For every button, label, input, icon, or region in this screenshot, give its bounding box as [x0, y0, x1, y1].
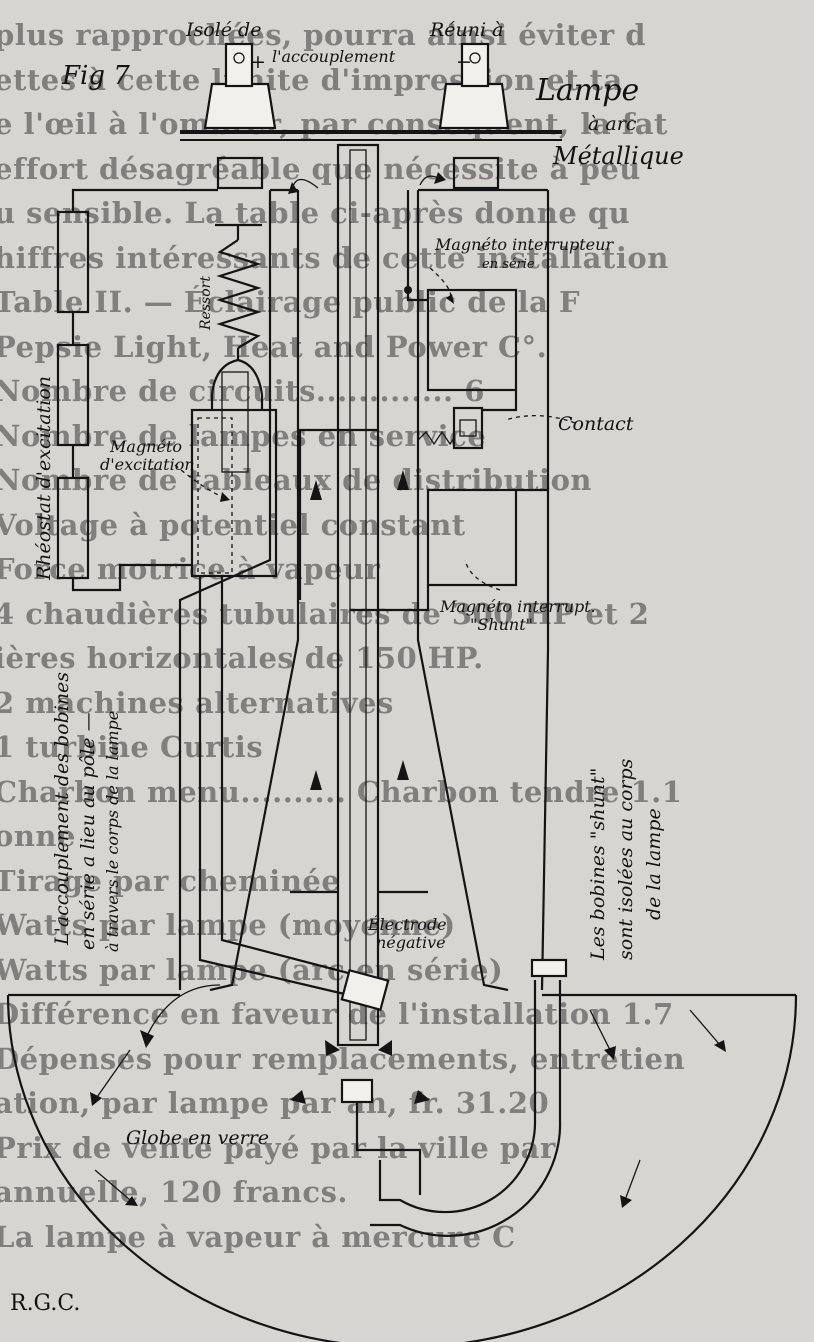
left-rod [198, 576, 390, 1012]
label-right-note-1: Les bobines "shunt" [587, 768, 609, 961]
background-text-line: 1 turbine Curtis [0, 730, 264, 764]
label-magneto-interrupteur: Magnéto interrupteur [434, 235, 614, 254]
label-left-note-3: à travers le corps de la lampe [103, 711, 122, 952]
background-text-line: e l'œil à l'ombrer, par conséquent, la f… [0, 107, 668, 141]
label-contact: Contact [558, 413, 634, 435]
label-right-note-2: sont isolées au corps [615, 758, 637, 960]
shunt-interrupter-magnet [298, 390, 548, 612]
label-magneto-shunt-1: Magnéto interrupt. [439, 597, 596, 616]
label-right-note-3: de la lampe [643, 808, 665, 920]
lower-electrode-loop [340, 958, 568, 1237]
label-isole-de: Isolé de [185, 19, 261, 41]
lamp-body-outer [178, 188, 550, 991]
background-text-line: ières horizontales de 150 HP. [0, 641, 484, 675]
background-text-line: Pepsie Light, Heat and Power C°. [0, 329, 548, 364]
spring [215, 223, 262, 360]
series-interrupter-magnet [404, 190, 518, 392]
background-text-line: Tirage par cheminée [0, 863, 341, 898]
label-minus: − [456, 51, 472, 73]
background-text-line: Nombre de circuits............. 6 [0, 374, 485, 408]
label-initials: R.G.C. [10, 1291, 80, 1316]
background-text-line: hiffres intéressants de cette installati… [0, 240, 669, 275]
background-text-line: effort désagréable que nécessite à peu [0, 151, 641, 186]
label-left-note-1: L'accouplement des bobines [51, 672, 73, 946]
background-text-line: Watts par lampe (moyenne) [0, 908, 456, 942]
title-a-arc: à arc [588, 113, 637, 135]
label-accouplement: l'accouplement [272, 47, 396, 66]
glass-globe [6, 993, 798, 1342]
label-en-serie: en série [482, 257, 535, 272]
label-rheostat: Rhéostat d'excitation [33, 376, 55, 581]
label-magneto-excitation-1: Magnéto [109, 437, 182, 456]
background-text-line: ation, par lampe par an, fr. 31.20 [0, 1086, 550, 1120]
background-text-line: Watts par lampe (arc en série) [0, 952, 504, 987]
left-terminal-insulator [203, 42, 277, 190]
label-left-note-2: en série a lieu au pôle — [77, 712, 99, 950]
title-metallique: Métallique [552, 142, 684, 170]
background-text-line: ettes à cette limite d'impression et ta [0, 62, 623, 97]
label-electrode-1: Électrode [367, 914, 447, 934]
background-text-line: Dépenses pour remplacements, entretien [0, 1041, 686, 1076]
label-plus: + [250, 51, 266, 73]
background-text-line: u sensible. La table ci-après donne qu [0, 196, 631, 230]
label-globe: Globe en verre [126, 1127, 269, 1149]
background-text-line: Prix de vente payé par la ville par [0, 1130, 556, 1165]
background-text-line: 4 chaudières tubulaires de 300 HP et 2 [0, 596, 650, 631]
background-text-line: La lampe à vapeur à mercure C [0, 1219, 516, 1254]
label-ressort: Ressort [198, 276, 214, 331]
top-plate [180, 130, 562, 141]
background-text-line: plus rapprochées, pourra ainsi éviter d [0, 18, 647, 52]
background-text-line: Force motrice à vapeur [0, 552, 381, 586]
label-electrode-2: négative [376, 933, 446, 952]
excitation-magnet [190, 358, 278, 578]
central-electrode-tube [336, 143, 380, 1047]
background-text-line: Nombre de tableaux de distribution [0, 463, 592, 497]
inner-chamber [209, 190, 509, 992]
title-lampe: Lampe [535, 73, 639, 108]
fig-label: Fig 7 [61, 61, 130, 91]
background-text-line: annuelle, 120 francs. [0, 1175, 349, 1209]
label-magneto-excitation-2: d'excitation [100, 455, 195, 474]
airflow-arrows [90, 172, 726, 1208]
background-text-line: Nombre de lampes en service [0, 418, 487, 453]
rheostat-resistors [56, 188, 218, 592]
right-terminal-insulator [438, 42, 510, 190]
background-text-line: Charbon menu.......... Charbon tendre 1.… [0, 774, 683, 809]
label-magneto-shunt-2: "Shunt" [470, 615, 533, 634]
contact-piece [417, 406, 484, 450]
background-text-line: onne [0, 819, 76, 853]
label-reuni-a: Réuni à [429, 19, 503, 41]
background-text-line: 2 machines alternatives [0, 685, 394, 720]
